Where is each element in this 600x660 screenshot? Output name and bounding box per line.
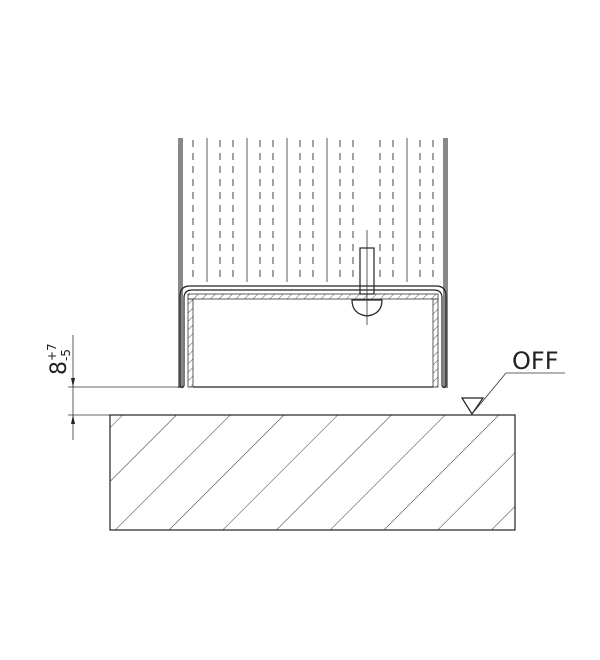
- panel-solid-lines: [206, 138, 408, 282]
- door-panel: [178, 138, 448, 388]
- gap-dimension: 8 +7 -5: [45, 335, 180, 440]
- screw: [351, 230, 383, 325]
- left-wall: [178, 138, 183, 388]
- right-wall: [443, 138, 448, 388]
- floor-reference-label: OFF: [512, 347, 559, 375]
- dimension-nominal: 8: [47, 361, 72, 375]
- floor-reference-symbol: OFF: [460, 347, 565, 416]
- dimension-upper-tolerance: +7: [45, 343, 59, 361]
- reference-triangle-icon: [460, 397, 485, 416]
- dimension-lower-tolerance: -5: [59, 349, 73, 361]
- bottom-profile: [179, 285, 447, 389]
- panel-dashed-lines: [192, 140, 434, 282]
- floor-section: [109, 414, 516, 531]
